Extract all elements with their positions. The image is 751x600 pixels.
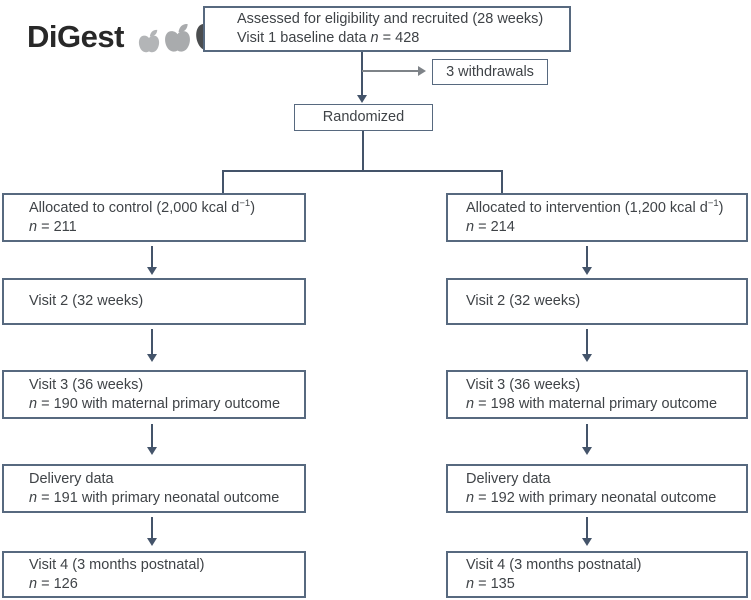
connector-assessed-randomized [361,52,363,96]
arrowhead-down-icon [582,538,592,546]
arrowhead-down-icon [147,267,157,275]
digest-logo: DiGest [27,13,230,55]
connector-right-2 [586,329,588,355]
arrowhead-right-icon [418,66,426,76]
connector-split-right [501,170,503,194]
box-assessed: Assessed for eligibility and recruited (… [203,6,571,52]
logo-text: DiGest [27,19,124,54]
withdrawals-label: 3 withdrawals [446,63,534,80]
connector-split-left [222,170,224,194]
connector-withdrawals [362,70,418,72]
box-visit2-control: Visit 2 (32 weeks) [2,278,306,325]
connector-right-1 [586,246,588,268]
box-delivery-intervention: Delivery data n = 192 with primary neona… [446,464,748,513]
box-delivery-control: Delivery data n = 191 with primary neona… [2,464,306,513]
arrowhead-down-icon [582,447,592,455]
connector-right-3 [586,424,588,448]
box-randomized: Randomized [294,104,433,131]
connector-left-4 [151,517,153,539]
box-visit4-intervention: Visit 4 (3 months postnatal) n = 135 [446,551,748,598]
arrowhead-down-icon [582,354,592,362]
arrowhead-down-icon [147,538,157,546]
randomized-label: Randomized [322,109,405,125]
assessed-line1: Assessed for eligibility and recruited (… [237,11,544,27]
box-allocated-intervention: Allocated to intervention (1,200 kcal d−… [446,193,748,242]
connector-split-horizontal [222,170,503,172]
arrowhead-down-icon [147,447,157,455]
arrowhead-down-icon [582,267,592,275]
connector-left-3 [151,424,153,448]
arrowhead-down-icon [357,95,367,103]
connector-randomized-stem [362,131,364,171]
box-withdrawals: 3 withdrawals [432,59,548,85]
box-visit2-intervention: Visit 2 (32 weeks) [446,278,748,325]
box-visit4-control: Visit 4 (3 months postnatal) n = 126 [2,551,306,598]
apple-small-icon [138,29,160,53]
apple-medium-icon [164,24,190,52]
box-visit3-intervention: Visit 3 (36 weeks) n = 198 with maternal… [446,370,748,419]
box-allocated-control: Allocated to control (2,000 kcal d−1) n … [2,193,306,242]
connector-right-4 [586,517,588,539]
box-visit3-control: Visit 3 (36 weeks) n = 190 with maternal… [2,370,306,419]
assessed-line2: Visit 1 baseline data n = 428 [237,30,420,46]
arrowhead-down-icon [147,354,157,362]
connector-left-2 [151,329,153,355]
connector-left-1 [151,246,153,268]
